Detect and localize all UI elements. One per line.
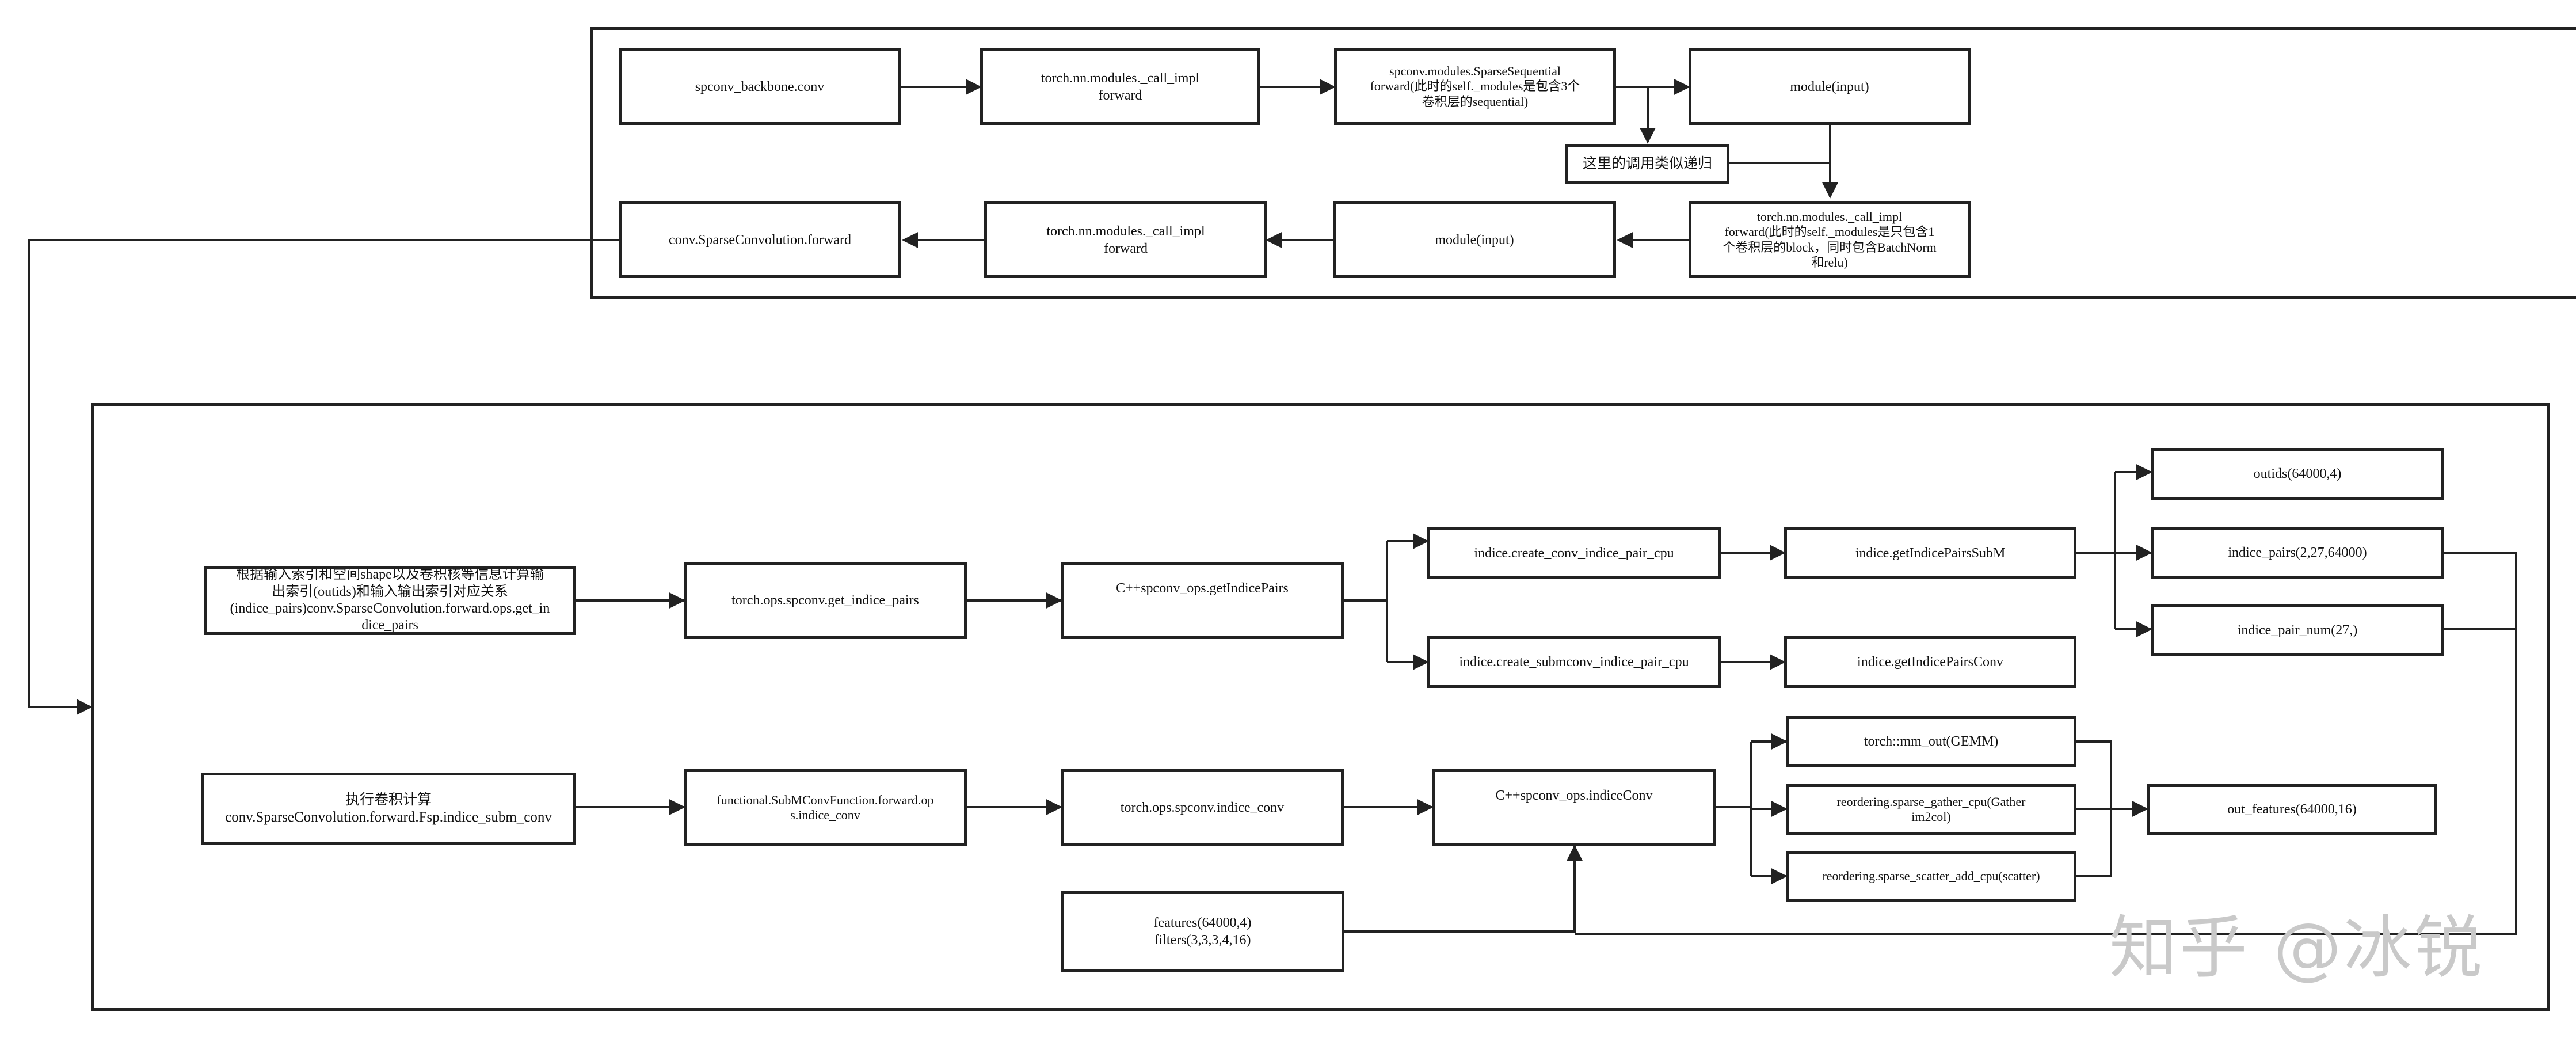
sparse-gather-node: reordering.sparse_gather_cpu(Gather im2c… (1786, 784, 2076, 835)
cpp-indice-conv-node: C++spconv_ops.indiceConv (1432, 769, 1716, 846)
get-indice-pairs-conv-node: indice.getIndicePairsConv (1784, 636, 2076, 688)
execute-conv-description-node: 执行卷积计算 conv.SparseConvolution.forward.Fs… (201, 773, 576, 845)
indice-conv-node: torch.ops.spconv.indice_conv (1061, 769, 1344, 846)
top-call-chain-frame (590, 27, 2576, 299)
bottom-ops-frame (91, 403, 2550, 1011)
spconv-backbone-conv-node: spconv_backbone.conv (619, 48, 901, 125)
outids-node: outids(64000,4) (2151, 448, 2444, 500)
call-impl-forward-node: torch.nn.modules._call_impl forward (980, 48, 1260, 125)
module-input-node-2: module(input) (1333, 201, 1616, 278)
sparse-scatter-add-node: reordering.sparse_scatter_add_cpu(scatte… (1786, 851, 2076, 902)
subm-conv-function-forward-node: functional.SubMConvFunction.forward.op s… (684, 769, 967, 846)
out-features-node: out_features(64000,16) (2147, 784, 2437, 835)
sparse-convolution-forward-node: conv.SparseConvolution.forward (619, 201, 901, 278)
get-indice-pairs-subm-node: indice.getIndicePairsSubM (1784, 527, 2076, 579)
indice-pairs-node: indice_pairs(2,27,64000) (2151, 527, 2444, 579)
features-filters-node: features(64000,4) filters(3,3,3,4,16) (1061, 891, 1344, 972)
create-conv-indice-pair-node: indice.create_conv_indice_pair_cpu (1427, 527, 1721, 579)
create-submconv-indice-pair-node: indice.create_submconv_indice_pair_cpu (1427, 636, 1721, 688)
get-indice-pairs-node: torch.ops.spconv.get_indice_pairs (684, 562, 967, 639)
mm-out-gemm-node: torch::mm_out(GEMM) (1786, 716, 2076, 767)
indice-pair-num-node: indice_pair_num(27,) (2151, 604, 2444, 656)
module-input-node: module(input) (1689, 48, 1971, 125)
sparse-sequential-forward-node: spconv.modules.SparseSequential forward(… (1334, 48, 1616, 125)
compute-indice-description-node: 根据输入索引和空间shape以及卷积核等信息计算输 出索引(outids)和输入… (204, 566, 576, 635)
call-impl-block-forward-node: torch.nn.modules._call_impl forward(此时的s… (1689, 201, 1971, 278)
cpp-get-indice-pairs-node: C++spconv_ops.getIndicePairs (1061, 562, 1344, 639)
zhihu-watermark: 知乎 @冰锐 (2109, 908, 2484, 987)
call-impl-forward-node-2: torch.nn.modules._call_impl forward (984, 201, 1267, 278)
recursion-note-node: 这里的调用类似递归 (1565, 144, 1729, 184)
